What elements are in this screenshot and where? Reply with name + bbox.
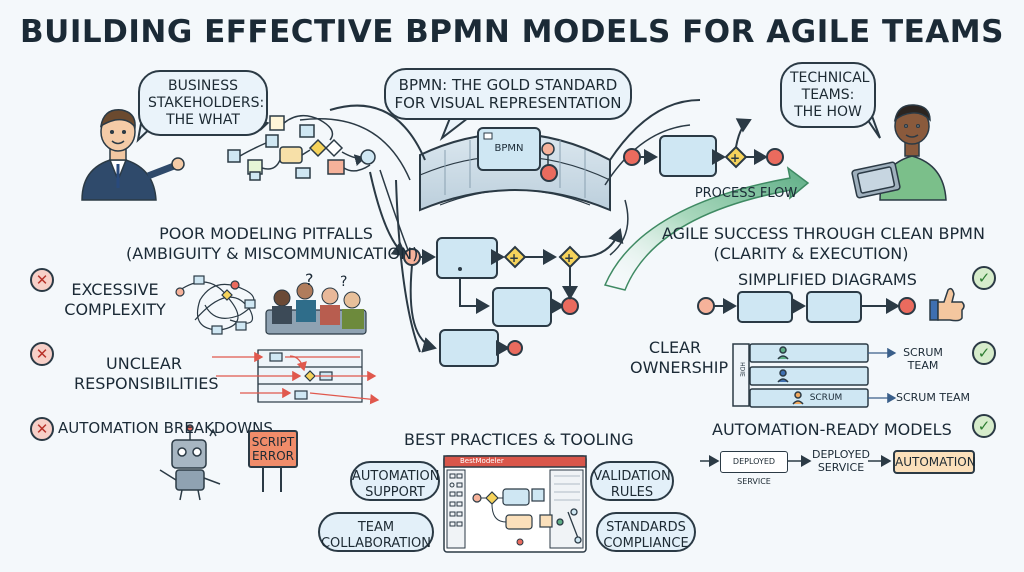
technical-bubble-line: THE HOW xyxy=(794,104,862,120)
technical-person xyxy=(851,104,947,201)
business-bubble-line: BUSINESS xyxy=(168,78,238,94)
business-bubble: BUSINESS STAKEHOLDERS: THE WHAT xyxy=(138,70,268,136)
pitfall-complexity: EXCESSIVE COMPLEXITY xyxy=(60,280,170,320)
success-heading: AGILE SUCCESS THROUGH CLEAN BPMN (CLARIT… xyxy=(662,224,985,264)
pitfalls-heading-line: POOR MODELING PITFALLS xyxy=(159,224,373,243)
scrum-team-label: SCRUM TEAM xyxy=(896,391,971,404)
technical-bubble-line: TECHNICAL xyxy=(790,70,870,86)
pitfall-responsibilities: UNCLEAR RESPONSIBILITIES xyxy=(74,354,219,394)
question-mark: ? xyxy=(305,270,314,289)
simplified-flow xyxy=(697,291,916,323)
validation-rules-pill: VALIDATION RULES xyxy=(590,461,674,501)
pill-line: AUTOMATION xyxy=(352,469,440,484)
svg-text:+: + xyxy=(730,151,740,165)
sign-line: SCRIPT xyxy=(251,435,295,449)
sign-line: ERROR xyxy=(251,449,295,463)
page-title: BUILDING EFFECTIVE BPMN MODELS FOR AGILE… xyxy=(20,14,1004,50)
main-process-flow xyxy=(369,171,624,367)
business-bubble-line: STAKEHOLDERS: xyxy=(148,95,265,111)
business-mini-flow xyxy=(227,114,376,181)
pitfall-line: RESPONSIBILITIES xyxy=(74,374,219,393)
gold-standard-line: FOR VISUAL REPRESENTATION xyxy=(394,94,622,112)
pill-line: COMPLIANCE xyxy=(603,536,689,551)
pill-line: TEAM xyxy=(357,520,395,535)
automation-box: AUTOMATION xyxy=(893,450,976,474)
scrum-team-line: TEAM xyxy=(907,359,939,372)
standards-compliance-pill: STANDARDS COMPLIANCE xyxy=(596,512,696,552)
gold-standard-bubble: BPMN: THE GOLD STANDARD FOR VISUAL REPRE… xyxy=(384,68,632,120)
thumbs-up xyxy=(929,287,965,322)
check-icon: ✓ xyxy=(972,414,996,438)
complexity-tangle xyxy=(175,275,256,335)
ownership-lanes xyxy=(732,343,869,408)
ownership-arrows xyxy=(868,347,897,404)
question-mark: ? xyxy=(340,274,348,290)
broken-robot xyxy=(159,424,221,501)
deployed-line: DEPLOYED xyxy=(812,448,870,461)
business-person xyxy=(81,109,185,201)
top-right-flow xyxy=(623,118,784,177)
deployed-line: SERVICE xyxy=(817,461,865,474)
script-error-sign: SCRIPT ERROR xyxy=(248,430,298,468)
pitfall-x-icon: ✕ xyxy=(30,268,54,292)
pill-line: COLLABORATION xyxy=(320,536,432,551)
pitfall-line: UNCLEAR xyxy=(106,354,182,373)
team-collaboration-pill: TEAM COLLABORATION xyxy=(318,512,434,552)
scrum-team-line: SCRUM xyxy=(903,346,943,359)
business-bubble-line: THE WHAT xyxy=(166,112,240,128)
automation-support-pill: AUTOMATION SUPPORT xyxy=(350,461,440,501)
best-practices-heading: BEST PRACTICES & TOOLING xyxy=(404,430,634,449)
pill-line: RULES xyxy=(610,485,654,500)
success-heading-line: (CLARITY & EXECUTION) xyxy=(713,244,909,263)
pitfalls-heading: POOR MODELING PITFALLS (AMBIGUITY & MISC… xyxy=(126,224,419,264)
lane-scrum-label: SCRUM xyxy=(809,393,843,403)
ownership-line: OWNERSHIP xyxy=(630,358,729,377)
bridge-task-label: BPMN xyxy=(494,143,524,154)
technical-bubble: TECHNICAL TEAMS: THE HOW xyxy=(780,62,876,128)
pitfalls-heading-line: (AMBIGUITY & MISCOMMUNICATION) xyxy=(126,244,419,263)
pitfall-line: EXCESSIVE xyxy=(71,280,159,299)
automation-ready-label: AUTOMATION-READY MODELS xyxy=(712,420,952,439)
svg-text:+: + xyxy=(509,251,519,265)
clear-ownership-label: CLEAR OWNERSHIP xyxy=(630,338,729,378)
unclear-red-arrows xyxy=(212,351,380,405)
scrum-team-label: SCRUM TEAM xyxy=(898,346,948,372)
check-icon: ✓ xyxy=(972,266,996,290)
pill-line: VALIDATION xyxy=(593,469,671,484)
success-heading-line: AGILE SUCCESS THROUGH CLEAN BPMN xyxy=(662,224,985,243)
technical-bubble-line: TEAMS: xyxy=(801,87,855,103)
pitfall-x-icon: ✕ xyxy=(30,342,54,366)
deployed-service-text: DEPLOYED SERVICE xyxy=(812,448,870,474)
modeling-tool xyxy=(443,455,587,553)
simplified-diagrams-label: SIMPLIFIED DIAGRAMS xyxy=(738,270,917,289)
pill-line: STANDARDS xyxy=(606,520,686,535)
pitfall-line: COMPLEXITY xyxy=(64,300,166,319)
deployed-service-box: DEPLOYED SERVICE xyxy=(720,451,788,486)
tool-title: BestModeler xyxy=(460,457,504,465)
process-flow-label: PROCESS FLOW xyxy=(694,186,798,201)
process-flow-arrow xyxy=(603,166,810,291)
lane-header-label: HDIE xyxy=(738,362,746,377)
pill-line: SUPPORT xyxy=(365,485,425,500)
pitfall-x-icon: ✕ xyxy=(30,417,54,441)
ownership-line: CLEAR xyxy=(648,338,702,357)
confused-team xyxy=(265,282,367,335)
check-icon: ✓ xyxy=(972,341,996,365)
bridge-task xyxy=(477,127,558,182)
script-error-post xyxy=(262,466,282,492)
pitfall-automation: AUTOMATION BREAKDOWNS xyxy=(58,419,273,437)
gold-standard-line: BPMN: THE GOLD STANDARD xyxy=(398,76,618,94)
svg-text:+: + xyxy=(564,251,574,265)
